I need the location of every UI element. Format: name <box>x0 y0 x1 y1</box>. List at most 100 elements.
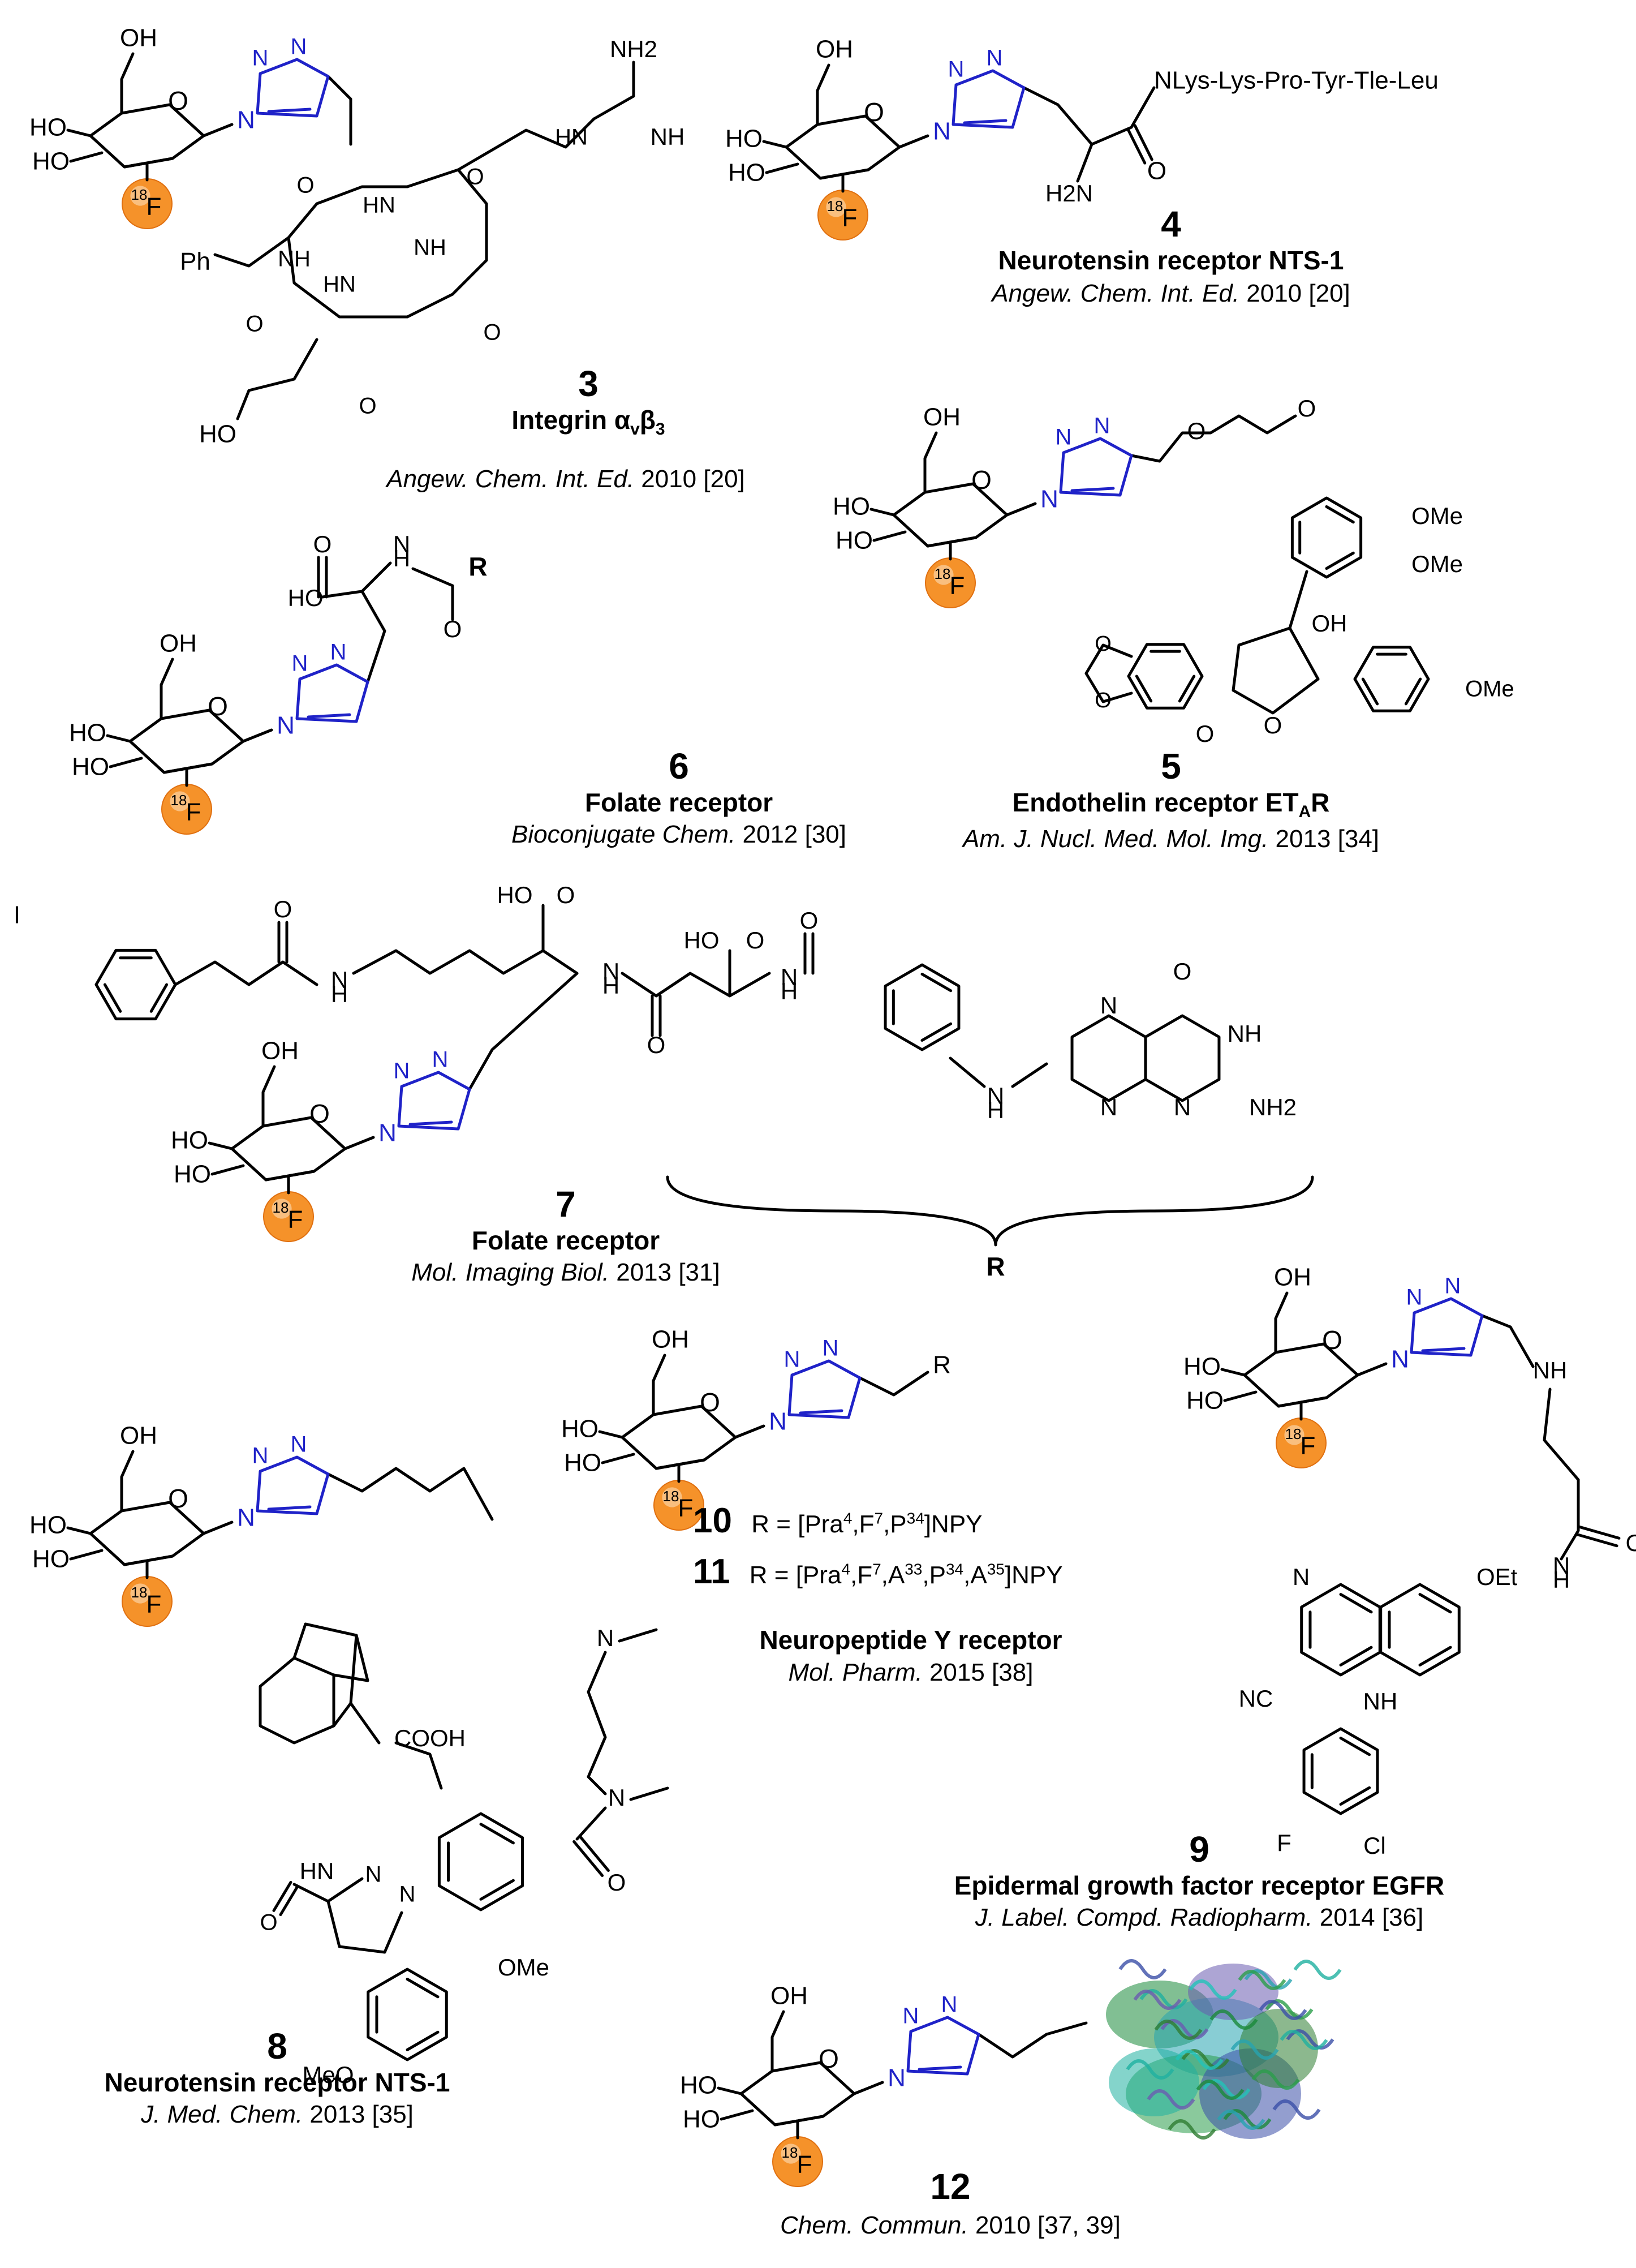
c5-fluorine-label: F <box>950 572 965 600</box>
c9-triazole-double <box>1421 1347 1466 1352</box>
journal: J. Med. Chem. <box>141 2101 303 2129</box>
journal: J. Label. Compd. Radiopharm. <box>975 1904 1313 1932</box>
c4-ring-oxygen: O <box>864 97 884 127</box>
c5-ho-bond-2 <box>872 530 907 542</box>
year-ref: 2014 [36] <box>1319 1904 1424 1932</box>
c7-pyrazine <box>1070 1014 1147 1102</box>
c10-ho-bond <box>598 1430 624 1439</box>
c9-isotope-label: 18 <box>1285 1425 1302 1442</box>
c9-ch2oh-bond <box>1274 1291 1289 1354</box>
c12-ho-label: HO <box>680 2072 717 2099</box>
c8-pyrazole-ring <box>326 1877 403 1954</box>
c6-acid-o: O <box>313 531 332 557</box>
year-ref: 2010 [20] <box>641 465 745 493</box>
c8-ho-label-2: HO <box>32 1545 70 1573</box>
c9-crotonamide <box>1560 1478 1580 1561</box>
c5-benzodioxole-ring-aromatic <box>1135 675 1153 703</box>
c3-carbonyl-o-3: O <box>483 320 501 345</box>
c7-amide-h-2: H <box>781 978 798 1004</box>
c3-isotope-label: 18 <box>131 186 148 203</box>
c8-butyl-chain <box>326 1467 494 1521</box>
c8-n-methyl-1 <box>618 1628 658 1643</box>
target-name: Endothelin receptor ETAR <box>1012 787 1330 821</box>
c8-adamantane-b <box>292 1622 369 1682</box>
target-name: Folate receptor <box>471 1225 660 1255</box>
compound-number: 12 <box>930 2166 971 2207</box>
c7-nh-n: N <box>331 967 348 993</box>
protein-helix <box>1209 2009 1258 2030</box>
c5-carbonyl-o: O <box>1196 720 1215 747</box>
protein-helix <box>1272 2099 1321 2120</box>
c8-ho-label: HO <box>29 1511 67 1539</box>
c5-peg-o: O <box>1187 418 1206 444</box>
c4-triazole-n3: N <box>987 46 1003 71</box>
c8-pyrazole-n2: N <box>365 1862 382 1887</box>
c7-front-bond <box>264 1170 316 1182</box>
c9-anomeric-bond <box>1356 1362 1388 1377</box>
protein-helix <box>1147 2089 1195 2110</box>
c8-ring-oxygen: O <box>168 1484 188 1513</box>
journal: Bioconjugate Chem. <box>511 821 736 849</box>
c5-oh: OH <box>1312 610 1347 637</box>
c3-cyclic-peptide <box>287 168 488 319</box>
c6-ho-label: HO <box>69 719 106 747</box>
c3-badge-highlight <box>130 186 150 206</box>
c8-oh-label: OH <box>120 1422 157 1450</box>
c4-badge-highlight <box>826 197 846 217</box>
c9-amide-o: O <box>1626 1530 1636 1556</box>
c8-pyrazole-n1: N <box>399 1882 416 1907</box>
c9-amide-carbonyl <box>1575 1533 1618 1548</box>
c7-acid-ho-1: HO <box>497 882 533 908</box>
c8-triazole-ring <box>256 1455 330 1515</box>
c12-ho-label-2: HO <box>683 2106 720 2133</box>
c8-cooh-bond <box>349 1702 381 1745</box>
c12-triazole-n3: N <box>941 1992 958 2017</box>
c5-ring-oxygen: O <box>971 465 992 495</box>
c7-o-3: O <box>800 907 819 934</box>
c5-benzodioxole-ring-aromatic <box>1178 675 1196 703</box>
c12-ring-oxygen: O <box>819 2044 839 2073</box>
c6-triazole-n1: N <box>277 712 295 740</box>
c8-adamantane-a <box>259 1656 335 1745</box>
protein-helix <box>1293 1960 1342 1980</box>
c10-triazole-n1: N <box>769 1408 787 1436</box>
c3-ho-label-2: HO <box>32 148 70 175</box>
c9-chlorofluorophenyl-aromatic <box>1339 1786 1371 1806</box>
c10-oh-label: OH <box>652 1326 689 1354</box>
c7-pter-nh: NH <box>1228 1020 1262 1047</box>
c3-fluorine-label: F <box>147 193 162 221</box>
compound-number: 6 <box>669 746 689 787</box>
c9-quinoline-b-aromatic <box>1339 1593 1373 1614</box>
c7-pab-h: H <box>987 1097 1004 1123</box>
c7-amide-n-2: N <box>781 964 798 990</box>
c12-linker <box>977 2021 1088 2059</box>
compound-number: 3 <box>578 363 599 404</box>
year-ref: 2010 [20] <box>1246 280 1350 308</box>
c5-ome-1: OMe <box>1411 502 1463 529</box>
protein-helix <box>1168 2119 1216 2140</box>
c7-benzoyl-ring-aromatic <box>920 1022 953 1042</box>
c4-backbone <box>1022 86 1156 146</box>
c4-front-bond <box>819 168 870 180</box>
c8-amide-o: O <box>608 1869 626 1896</box>
c3-triazole-n3: N <box>291 35 307 59</box>
c7-nh-h: H <box>331 981 348 1007</box>
c8-ho-bond-2 <box>69 1549 104 1561</box>
c6-backbone <box>360 561 392 684</box>
c9-nitrile: NC <box>1239 1685 1273 1712</box>
protein-helix <box>1189 1979 1237 2000</box>
c9-triazole-n1: N <box>1391 1346 1409 1373</box>
c3-ho-label: HO <box>29 114 67 141</box>
c5-badge-highlight <box>933 565 954 585</box>
c8-n-methyl-2 <box>629 1786 669 1801</box>
c3-triazole-n2: N <box>252 46 269 71</box>
c4-anomeric-bond <box>898 134 929 149</box>
c9-quinoline-b <box>1300 1583 1381 1677</box>
c8-meo-2: MeO <box>302 2061 354 2088</box>
c10-ho-label-2: HO <box>564 1449 601 1477</box>
c9-chlorofluorophenyl <box>1302 1727 1379 1815</box>
c7-badge-highlight <box>272 1199 292 1219</box>
c7-nh-bond <box>949 1056 986 1088</box>
c5-benzyl <box>1288 570 1308 630</box>
c4-isotope-label: 18 <box>827 197 843 214</box>
